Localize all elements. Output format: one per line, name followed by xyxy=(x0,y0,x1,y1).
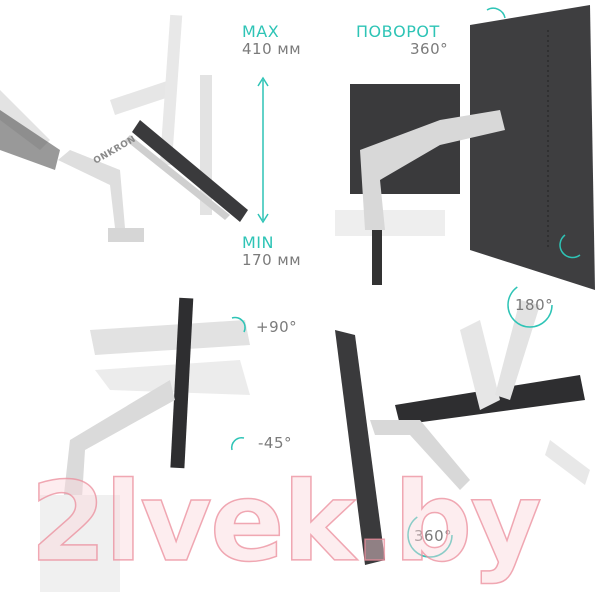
rotation-illustration xyxy=(335,5,595,290)
swivel-illustration xyxy=(335,282,590,565)
arm-swivel-value: 360° xyxy=(414,527,453,545)
tilt-down-value: -45° xyxy=(258,434,292,452)
tilt-up-value: +90° xyxy=(256,318,298,336)
tilt-illustration xyxy=(40,297,250,592)
rotation-label: ПОВОРОТ xyxy=(356,22,440,41)
max-height-label: MAX xyxy=(242,22,280,41)
min-height-label: MIN xyxy=(242,233,274,252)
max-height-value: 410 мм xyxy=(242,40,302,58)
height-adjust-illustration xyxy=(0,14,269,242)
screen-swivel-value: 180° xyxy=(515,296,554,314)
watermark: 2lvek.by xyxy=(29,457,542,587)
min-height-value: 170 мм xyxy=(242,251,302,269)
rotation-value: 360° xyxy=(410,40,449,58)
